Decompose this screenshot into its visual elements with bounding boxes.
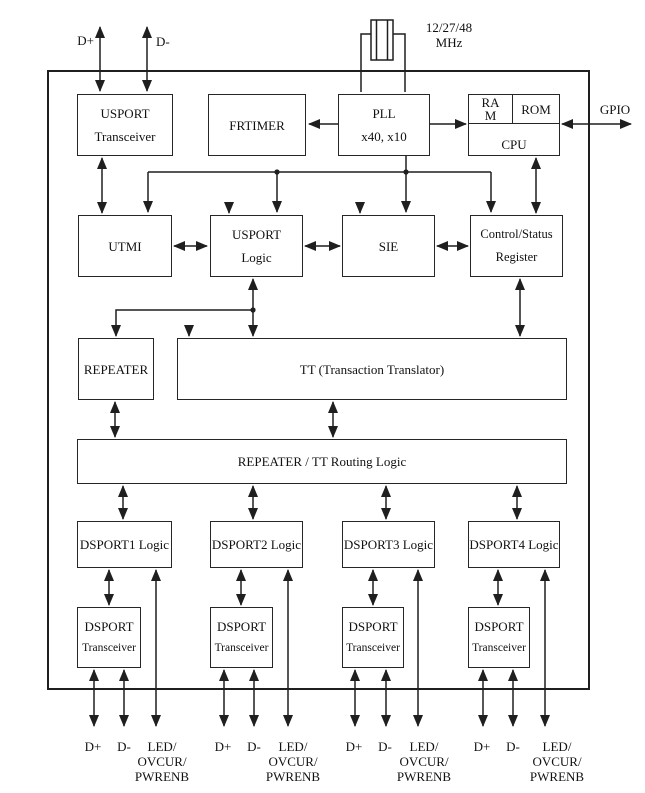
dsport4-transceiver-label-2: Transceiver [472, 642, 526, 654]
repeater-label: REPEATER [83, 361, 149, 377]
tt-label: TT (Transaction Translator) [299, 361, 445, 377]
usport-transceiver-label-1: USPORT [100, 106, 150, 122]
chip-outline [47, 70, 590, 690]
dsport1-logic-box: DSPORT1 Logic [77, 521, 172, 568]
port4-led-line3: PWRENB [529, 769, 585, 784]
cpu-block: RA M ROM CPU [468, 94, 560, 156]
port4-dminus-label: D- [506, 739, 520, 754]
rom-cell: ROM [513, 95, 559, 124]
control-status-label-2: Register [495, 249, 538, 264]
pll-label-2: x40, x10 [361, 128, 407, 144]
frtimer-label: FRTIMER [229, 117, 285, 133]
dsport2-transceiver-label-1: DSPORT [216, 619, 267, 634]
port1-led-line2: OVCUR/ [137, 754, 187, 769]
top-dplus-label: D+ [77, 33, 94, 48]
dsport2-logic-label: DSPORT2 Logic [211, 537, 302, 552]
wire-routing-dsport-logic [118, 485, 522, 520]
port2-dminus-label: D- [247, 739, 261, 754]
dsport3-logic-box: DSPORT3 Logic [342, 521, 435, 568]
port4-led-line2: OVCUR/ [532, 754, 582, 769]
utmi-label: UTMI [108, 238, 142, 254]
wire-led-ovcur-pwrenb [151, 569, 550, 727]
usport-transceiver-label-2: Transceiver [94, 128, 156, 144]
pll-label-1: PLL [372, 106, 396, 122]
port2-led-ovcur-pwrenb-label: LED/ OVCUR/ PWRENB [260, 739, 326, 784]
cpu-label: CPU [501, 137, 527, 152]
dsport1-transceiver-label-2: Transceiver [82, 642, 136, 654]
routing-logic-box: REPEATER / TT Routing Logic [77, 439, 567, 484]
usport-transceiver-box: USPORT Transceiver [77, 94, 173, 156]
dsport2-transceiver-box: DSPORT Transceiver [210, 607, 273, 668]
port3-led-line3: PWRENB [396, 769, 452, 784]
wire-clock-rail [143, 156, 496, 214]
port2-dplus-label: D+ [214, 739, 232, 754]
port1-dminus-label: D- [117, 739, 131, 754]
frtimer-box: FRTIMER [208, 94, 306, 156]
dsport1-logic-label: DSPORT1 Logic [79, 537, 170, 552]
usport-logic-label-1: USPORT [231, 227, 282, 243]
dsport2-transceiver-label-2: Transceiver [214, 642, 269, 654]
port1-led-line1: LED/ [147, 739, 177, 754]
gpio-label: GPIO [599, 102, 631, 117]
dsport4-transceiver-box: DSPORT Transceiver [468, 607, 530, 668]
crystal-legs [360, 33, 406, 92]
dsport4-logic-label: DSPORT4 Logic [469, 537, 559, 552]
dsport3-transceiver-box: DSPORT Transceiver [342, 607, 404, 668]
ram-cell: RA M [469, 95, 513, 124]
dsport3-logic-label: DSPORT3 Logic [343, 537, 434, 552]
crystal-icon [370, 19, 394, 61]
port2-led-line3: PWRENB [265, 769, 321, 784]
dsport3-transceiver-label-2: Transceiver [346, 642, 400, 654]
usport-logic-box: USPORT Logic [210, 215, 303, 277]
clock-frequency-label: 12/27/48 MHz [407, 20, 491, 50]
wire-bottom-data-lines [89, 669, 518, 727]
port3-dminus-label: D- [378, 739, 392, 754]
port4-led-ovcur-pwrenb-label: LED/ OVCUR/ PWRENB [524, 739, 590, 784]
port3-led-line1: LED/ [409, 739, 439, 754]
port1-led-line3: PWRENB [134, 769, 190, 784]
dsport4-logic-box: DSPORT4 Logic [468, 521, 560, 568]
port3-dplus-label: D+ [345, 739, 363, 754]
pll-box: PLL x40, x10 [338, 94, 430, 156]
wire-dsportlogic-transceiver [104, 569, 503, 606]
port1-led-ovcur-pwrenb-label: LED/ OVCUR/ PWRENB [129, 739, 195, 784]
port3-led-line2: OVCUR/ [399, 754, 449, 769]
clock-frequency-line1: 12/27/48 [425, 20, 473, 35]
port4-dplus-label: D+ [473, 739, 491, 754]
control-status-label-1: Control/Status [480, 227, 553, 242]
sie-box: SIE [342, 215, 435, 277]
port4-led-line1: LED/ [542, 739, 572, 754]
utmi-box: UTMI [78, 215, 172, 277]
dsport2-logic-box: DSPORT2 Logic [210, 521, 303, 568]
clock-frequency-line2: MHz [435, 35, 463, 50]
port3-led-ovcur-pwrenb-label: LED/ OVCUR/ PWRENB [391, 739, 457, 784]
dsport4-transceiver-label-1: DSPORT [474, 619, 524, 634]
routing-logic-label: REPEATER / TT Routing Logic [237, 454, 407, 469]
repeater-box: REPEATER [78, 338, 154, 400]
port2-led-line1: LED/ [278, 739, 308, 754]
ram-rom-row: RA M ROM [469, 95, 559, 124]
dsport3-transceiver-label-1: DSPORT [348, 619, 398, 634]
dsport1-transceiver-box: DSPORT Transceiver [77, 607, 141, 668]
wire-usportlogic-tt [111, 278, 258, 337]
usport-logic-label-2: Logic [241, 249, 272, 265]
port1-dplus-label: D+ [84, 739, 102, 754]
port2-led-line2: OVCUR/ [268, 754, 318, 769]
control-status-box: Control/Status Register [470, 215, 563, 277]
dsport1-transceiver-label-1: DSPORT [84, 619, 134, 634]
top-dminus-label: D- [156, 34, 170, 49]
sie-label: SIE [378, 238, 399, 254]
tt-box: TT (Transaction Translator) [177, 338, 567, 400]
